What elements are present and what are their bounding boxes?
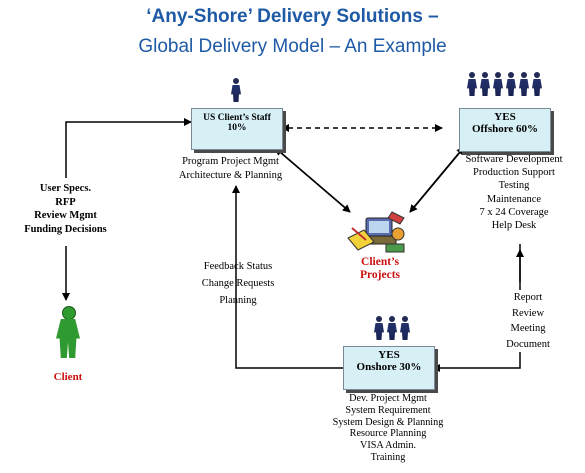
- business-people-icon: [230, 78, 242, 102]
- client-inputs: User Specs. RFP Review Mgmt Funding Deci…: [8, 182, 123, 236]
- projects-label: Client’s Projects: [340, 256, 420, 282]
- us-staff-label: US Client’s Staff: [203, 113, 271, 123]
- us-staff-percent: 10%: [227, 123, 247, 133]
- input-item: Review Mgmt: [34, 210, 97, 221]
- business-people-icon: [466, 72, 543, 96]
- diagram-title: ‘Any-Shore’ Delivery Solutions –: [146, 6, 439, 27]
- task-item: System Design & Planning: [332, 416, 444, 428]
- person-icon: [230, 78, 242, 102]
- offshore-label: YES: [494, 111, 516, 123]
- onshore-label: YES: [378, 349, 400, 361]
- report-item: Review: [511, 307, 545, 319]
- arrow-offshore-projects: [409, 146, 465, 213]
- report-item: Meeting: [510, 323, 546, 334]
- feedback-list: Feedback Status Change Requests Planning: [188, 258, 288, 309]
- person-icon: [479, 72, 491, 96]
- task-item: Production Support: [473, 167, 555, 179]
- person-icon: [531, 72, 543, 96]
- feedback-item: Planning: [219, 295, 257, 306]
- report-item: Document: [506, 338, 550, 350]
- offshore-sublabel: Offshore 60%: [471, 123, 539, 135]
- task-item: Resource Planning: [349, 428, 427, 440]
- input-item: User Specs.: [39, 183, 92, 194]
- arrow-us-projects: [274, 147, 351, 213]
- onshore-box: YES Onshore 30%: [343, 346, 435, 390]
- input-item: RFP: [55, 196, 76, 208]
- arrow-report-to-onshore: [432, 244, 521, 372]
- person-icon: [373, 316, 385, 340]
- report-list: Report Review Meeting Document: [496, 290, 560, 352]
- onshore-sublabel: Onshore 30%: [356, 361, 422, 373]
- feedback-item: Change Requests: [201, 278, 275, 289]
- projects-label-line: Client’s: [361, 256, 399, 268]
- task-item: Dev. Project Mgmt: [349, 393, 427, 404]
- feedback-item: Feedback Status: [203, 261, 273, 272]
- person-icon: [505, 72, 517, 96]
- task-item: 7 x 24 Coverage: [479, 206, 549, 218]
- arrow-onshore-to-us: [232, 185, 343, 369]
- person-icon: [492, 72, 504, 96]
- report-item: Report: [513, 292, 543, 303]
- input-item: Funding Decisions: [24, 223, 107, 235]
- task-item: Help Desk: [491, 220, 537, 232]
- client-person-icon: [54, 306, 82, 358]
- person-icon: [386, 316, 398, 340]
- onshore-tasks: Dev. Project Mgmt System Requirement Sys…: [318, 393, 458, 464]
- person-icon: [466, 72, 478, 96]
- person-icon: [518, 72, 530, 96]
- task-item: Architecture & Planning: [178, 170, 283, 181]
- client-label: Client: [53, 371, 83, 383]
- offshore-tasks: Software Development Production Support …: [448, 153, 580, 232]
- task-item: VISA Admin.: [359, 440, 417, 452]
- diagram-subtitle: Global Delivery Model – An Example: [138, 36, 447, 57]
- business-people-icon: [373, 316, 411, 340]
- arrow-client-to-us: [65, 118, 192, 178]
- projects-clipart-icon: [347, 211, 405, 253]
- task-item: Testing: [498, 180, 530, 192]
- task-item: Program Project Mgmt: [182, 156, 279, 167]
- us-staff-box: US Client’s Staff 10%: [191, 108, 283, 150]
- projects-label-line: Projects: [359, 269, 400, 281]
- us-staff-tasks: Program Project Mgmt Architecture & Plan…: [158, 155, 303, 183]
- task-item: Maintenance: [486, 193, 542, 205]
- offshore-box: YES Offshore 60%: [459, 108, 551, 152]
- task-item: Training: [370, 451, 406, 463]
- task-item: Software Development: [465, 154, 563, 165]
- task-item: System Requirement: [345, 404, 431, 416]
- person-icon: [399, 316, 411, 340]
